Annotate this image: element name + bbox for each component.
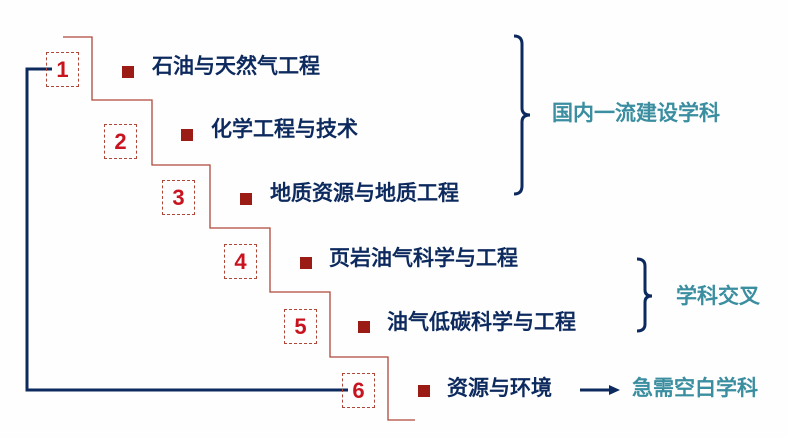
number-badge-2: 2	[104, 124, 137, 159]
bullet-square-icon	[181, 129, 193, 141]
bracket-first-class	[513, 34, 531, 196]
number-badge-5: 5	[284, 309, 317, 344]
discipline-label-3: 地质资源与地质工程	[270, 181, 459, 205]
number-badge-4: 4	[224, 244, 257, 279]
category-urgent: 急需空白学科	[632, 376, 758, 400]
bullet-square-icon	[358, 321, 370, 333]
discipline-label-4: 页岩油气科学与工程	[329, 246, 518, 270]
discipline-label-1: 石油与天然气工程	[152, 54, 320, 78]
bullet-square-icon	[418, 385, 430, 397]
link-line-1-6	[25, 67, 348, 392]
bullet-square-icon	[240, 193, 252, 205]
category-interdisciplinary: 学科交叉	[676, 284, 760, 308]
number-badge-1: 1	[46, 52, 79, 87]
staircase-line	[63, 36, 415, 421]
discipline-label-6: 资源与环境	[447, 376, 552, 400]
bullet-square-icon	[122, 66, 134, 78]
number-badge-3: 3	[162, 180, 195, 215]
discipline-label-2: 化学工程与技术	[211, 117, 358, 141]
bracket-interdisciplinary	[636, 257, 653, 333]
number-badge-6: 6	[342, 373, 375, 408]
bullet-square-icon	[300, 257, 312, 269]
arrow-head-icon	[609, 385, 620, 395]
category-first-class: 国内一流建设学科	[552, 101, 720, 125]
discipline-label-5: 油气低碳科学与工程	[387, 310, 576, 334]
